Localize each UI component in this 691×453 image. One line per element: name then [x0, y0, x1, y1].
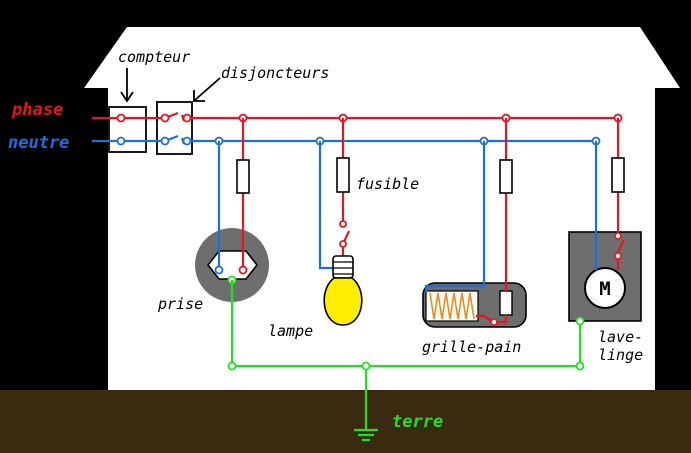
disjoncteurs-arrow: [193, 77, 221, 102]
grille-pain-label: grille-pain: [422, 338, 521, 356]
house: [84, 27, 680, 390]
phase-label: phase: [11, 100, 63, 120]
disjoncteurs-label: disjoncteurs: [221, 64, 329, 82]
terre-wire: [230, 280, 582, 430]
lampe-label: lampe: [268, 322, 313, 340]
motor-label: M: [599, 278, 610, 300]
grille-pain-switch-node: [490, 318, 498, 326]
ground-symbol: [354, 428, 378, 442]
neutre-label: neutre: [8, 133, 69, 153]
lampe-switch-node-1: [339, 220, 347, 228]
grille-pain: [422, 282, 527, 328]
terre-label: terre: [392, 412, 443, 432]
lave-label: lave-: [598, 328, 643, 346]
lampe-bulb: [323, 255, 363, 326]
compteur-box: [108, 106, 147, 153]
phase-nodes: [116, 113, 623, 123]
ground: [0, 390, 691, 453]
lave-linge-switch-node-2: [614, 252, 622, 260]
lampe-neutre-wire: [318, 141, 334, 270]
lave-linge-phase-wire: [616, 118, 625, 270]
prise-fuse: [236, 159, 250, 194]
lampe-fuse: [336, 157, 350, 193]
disjoncteur-box: [156, 101, 193, 155]
lampe-switch-node-2: [339, 240, 347, 248]
lave-linge-switch-node-1: [614, 232, 622, 240]
compteur-label: compteur: [118, 48, 190, 66]
terre-nodes: [227, 316, 585, 371]
prise-label: prise: [157, 295, 203, 313]
lave-linge: [568, 231, 642, 322]
grille-pain-fuse: [499, 159, 513, 194]
compteur-arrow: [120, 68, 134, 103]
fusible-label: fusible: [356, 175, 419, 193]
linge-label: linge: [598, 346, 643, 364]
grille-pain-neutre-wire: [424, 141, 486, 292]
lave-linge-fuse: [611, 157, 625, 193]
